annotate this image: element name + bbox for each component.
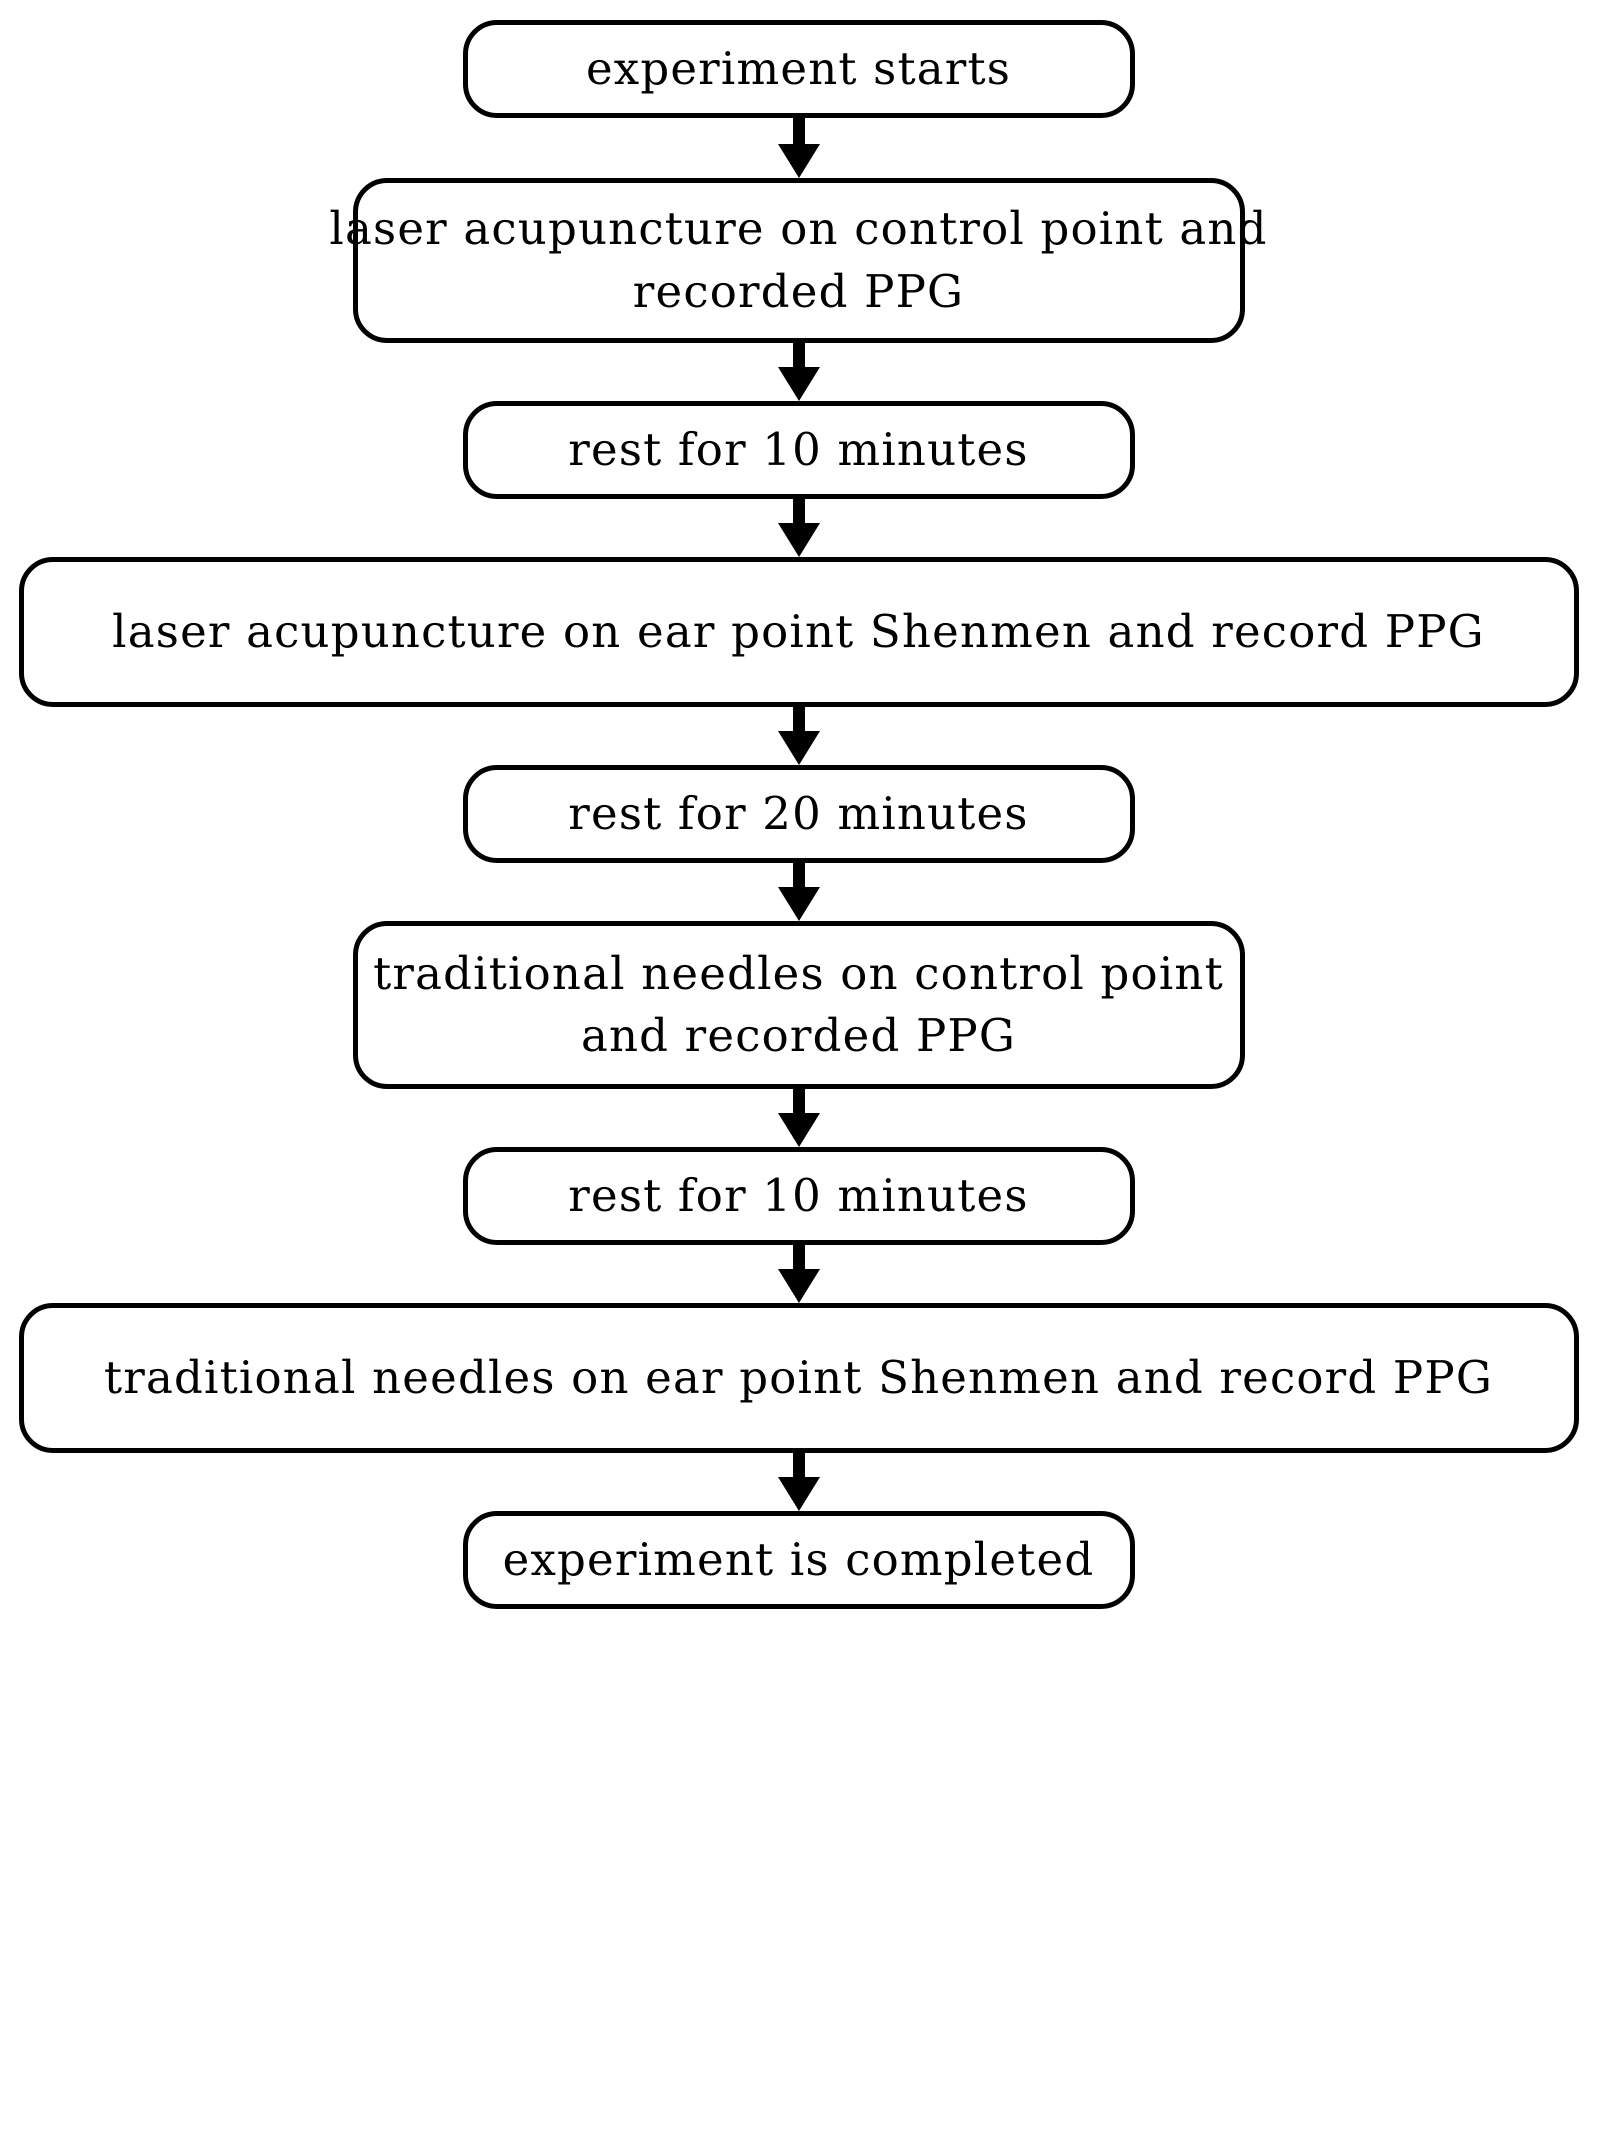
arrow-traditional-control-to-rest-10-b bbox=[777, 1089, 820, 1147]
arrow-laser-ear-to-rest-20 bbox=[777, 707, 820, 765]
node-rest-10-minutes-second[interactable]: rest for 10 minutes bbox=[462, 1147, 1135, 1245]
arrow-stem bbox=[792, 1245, 805, 1269]
arrowhead-down-icon bbox=[777, 523, 820, 557]
arrow-stem bbox=[792, 1453, 805, 1477]
arrow-stem bbox=[792, 499, 805, 523]
arrow-stem bbox=[792, 118, 805, 144]
node-laser-acupuncture-control-point[interactable]: laser acupuncture on control point and r… bbox=[329, 178, 1266, 343]
node-rest-20-minutes[interactable]: rest for 20 minutes bbox=[462, 765, 1135, 863]
arrow-stem bbox=[792, 707, 805, 731]
arrow-stem bbox=[792, 863, 805, 887]
node-experiment-is-completed[interactable]: experiment is completed bbox=[462, 1511, 1135, 1609]
arrow-stem bbox=[792, 1089, 805, 1113]
node-label: laser acupuncture on ear point Shenmen a… bbox=[112, 604, 1485, 658]
arrow-stem bbox=[792, 343, 805, 367]
node-label-line-1: laser acupuncture on control point and bbox=[329, 202, 1268, 256]
node-label: experiment is completed bbox=[502, 1532, 1095, 1586]
arrowhead-down-icon bbox=[777, 731, 820, 765]
arrow-rest-10-a-to-laser-ear bbox=[777, 499, 820, 557]
node-label: rest for 10 minutes bbox=[568, 1168, 1029, 1222]
arrow-rest-20-to-traditional-control bbox=[777, 863, 820, 921]
node-traditional-needles-ear-point-shenmen[interactable]: traditional needles on ear point Shenmen… bbox=[18, 1303, 1579, 1453]
node-label-line-2: and recorded PPG bbox=[580, 1009, 1017, 1062]
node-traditional-needles-control-point[interactable]: traditional needles on control point and… bbox=[352, 921, 1245, 1089]
node-label: experiment starts bbox=[585, 41, 1012, 95]
node-laser-acupuncture-ear-point-shenmen[interactable]: laser acupuncture on ear point Shenmen a… bbox=[18, 557, 1579, 707]
node-label-line-1: traditional needles on control point bbox=[373, 946, 1224, 1000]
arrowhead-down-icon bbox=[777, 1477, 820, 1511]
arrowhead-down-icon bbox=[777, 887, 820, 921]
node-experiment-starts[interactable]: experiment starts bbox=[462, 20, 1135, 118]
arrowhead-down-icon bbox=[777, 1113, 820, 1147]
arrowhead-down-icon bbox=[777, 144, 820, 178]
arrowhead-down-icon bbox=[777, 367, 820, 401]
node-label: rest for 20 minutes bbox=[568, 786, 1029, 840]
node-label: rest for 10 minutes bbox=[568, 422, 1029, 476]
node-label-line-2: recorded PPG bbox=[632, 264, 965, 318]
arrowhead-down-icon bbox=[777, 1269, 820, 1303]
arrow-start-to-laser-control bbox=[777, 118, 820, 178]
node-rest-10-minutes-first[interactable]: rest for 10 minutes bbox=[462, 401, 1135, 499]
arrow-rest-10-b-to-traditional-ear bbox=[777, 1245, 820, 1303]
node-label: traditional needles on ear point Shenmen… bbox=[104, 1350, 1493, 1404]
arrow-laser-control-to-rest-10-a bbox=[777, 343, 820, 401]
arrow-traditional-ear-to-complete bbox=[777, 1453, 820, 1511]
